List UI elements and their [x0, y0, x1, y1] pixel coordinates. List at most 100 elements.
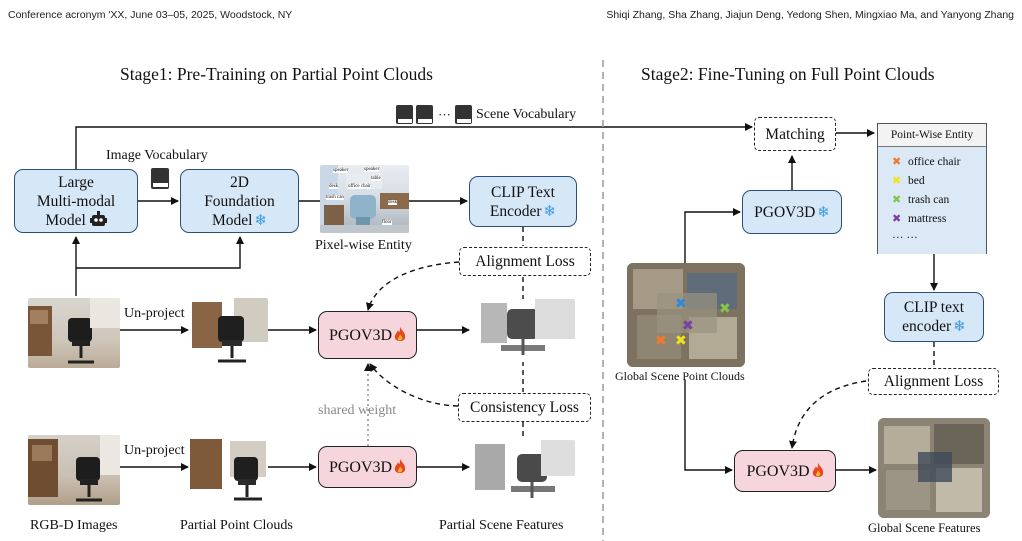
pixel-tag: speaker — [333, 168, 349, 173]
unproject-label: Un-project — [124, 306, 185, 321]
global-features-graphic — [878, 418, 990, 518]
matching-box: Matching — [754, 117, 836, 151]
partial-scene-features — [471, 299, 575, 362]
consistency-loss-box: Consistency Loss — [458, 393, 591, 422]
shared-weight-label: shared weight — [318, 403, 397, 418]
caption-partial-clouds: Partial Point Clouds — [180, 518, 293, 533]
mllm-line-3: Model — [45, 211, 86, 229]
legend-item: ✖ mattress — [892, 209, 986, 228]
book-icon — [396, 105, 413, 124]
pixel-entity-image: speaker speaker table desk office chair … — [320, 165, 409, 233]
fire-icon — [394, 327, 406, 341]
stage2-title: Stage2: Fine-Tuning on Full Point Clouds — [641, 64, 935, 84]
fire-icon — [394, 459, 406, 473]
vocab-ellipsis: ··· — [438, 107, 451, 122]
global-point-cloud: ✖ ✖ ✖ ✖ ✖ — [627, 263, 745, 367]
legend-item: ✖ office chair — [892, 152, 986, 171]
global-clouds-label: Global Scene Point Clouds — [615, 369, 745, 383]
scene-vocabulary-label: Scene Vocabulary — [476, 107, 577, 122]
robot-icon — [89, 210, 107, 226]
cross-icon: ✖ — [892, 212, 902, 225]
pgov3d-trainable-box: PGOV3D — [734, 450, 836, 492]
rgbd-image — [28, 298, 120, 368]
pgov3d-label: PGOV3D — [328, 326, 393, 344]
legend-more: ··· ··· — [892, 231, 918, 244]
header-right: Shiqi Zhang, Sha Zhang, Jiajun Deng, Yed… — [606, 9, 1014, 21]
fire-icon — [812, 463, 823, 477]
pgov3d-label: PGOV3D — [754, 203, 816, 221]
multimodal-model-box: Large Multi-modal Model — [14, 169, 138, 233]
pixel-tag: table — [371, 176, 381, 181]
pgov3d-trainable-box: PGOV3D — [318, 446, 417, 488]
clip-line-2: encoder — [902, 318, 952, 335]
snowflake-icon: ❄ — [543, 201, 557, 220]
pgov3d-label: PGOV3D — [746, 462, 810, 480]
partial-cloud-graphic — [192, 298, 268, 363]
legend-item-label: mattress — [908, 212, 947, 225]
unproject-label: Un-project — [124, 443, 185, 458]
clip-text-encoder-box: CLIP Text Encoder❄ — [469, 176, 577, 227]
foundation-line-2: Foundation — [204, 192, 275, 210]
svg-text:✖: ✖ — [675, 296, 687, 312]
svg-text:✖: ✖ — [655, 333, 667, 349]
rgbd-image — [28, 435, 120, 505]
legend-item: ✖ bed — [892, 171, 986, 190]
foundation-line-3: Model — [211, 211, 253, 229]
legend-item: ✖ trash can — [892, 190, 986, 209]
stage1-title: Stage1: Pre-Training on Partial Point Cl… — [120, 64, 433, 84]
cross-icon: ✖ — [892, 174, 902, 187]
clip-text-encoder-box: CLIP text encoder❄ — [884, 292, 984, 342]
scene-features-graphic — [481, 299, 575, 355]
image-vocabulary-label: Image Vocabulary — [106, 148, 208, 163]
svg-text:✖: ✖ — [675, 333, 687, 349]
point-entity-legend: Point-Wise Entity ✖ office chair ✖ bed ✖ tr… — [877, 123, 987, 254]
legend-item-label: bed — [908, 174, 925, 187]
legend-item-label: office chair — [908, 155, 961, 168]
svg-text:✖: ✖ — [682, 318, 694, 334]
legend-item-label: trash can — [908, 193, 950, 206]
book-icon — [455, 105, 472, 124]
clip-line-1: CLIP text — [903, 299, 965, 316]
partial-point-cloud — [190, 435, 268, 505]
segmented-room-graphic — [320, 165, 409, 233]
snowflake-icon: ❄ — [953, 317, 966, 335]
caption-partial-features: Partial Scene Features — [439, 518, 564, 533]
pixel-entity-label: Pixel-wise Entity — [315, 238, 412, 253]
alignment-loss-box: Alignment Loss — [868, 368, 999, 395]
chair-photo-graphic — [28, 298, 120, 364]
pixel-tag: trash can — [326, 195, 344, 200]
global-cloud-graphic: ✖ ✖ ✖ ✖ ✖ — [627, 263, 745, 367]
alignment-loss-box: Alignment Loss — [459, 247, 591, 276]
header-left: Conference acronym 'XX, June 03–05, 2025… — [8, 9, 293, 21]
partial-cloud-graphic — [190, 439, 266, 501]
snowflake-icon: ❄ — [254, 210, 268, 229]
svg-text:✖: ✖ — [719, 301, 731, 317]
pixel-tag: desk — [388, 200, 398, 205]
pixel-tag: floor — [382, 220, 392, 225]
mllm-line-1: Large — [58, 173, 94, 191]
foundation-line-1: 2D — [230, 173, 249, 191]
pgov3d-trainable-box: PGOV3D — [318, 311, 417, 359]
book-icon — [151, 168, 169, 189]
partial-scene-features — [471, 440, 575, 503]
mllm-line-2: Multi-modal — [36, 192, 116, 210]
chair-photo-graphic — [28, 435, 120, 502]
book-icon — [416, 105, 433, 124]
clip-line-1: CLIP Text — [491, 183, 555, 201]
cross-icon: ✖ — [892, 193, 902, 206]
snowflake-icon: ❄ — [817, 202, 830, 221]
pixel-tag: desk — [329, 184, 339, 189]
pixel-tag: speaker — [364, 167, 380, 172]
pgov3d-frozen-box: PGOV3D❄ — [742, 190, 842, 234]
global-scene-features — [878, 418, 990, 518]
foundation-model-box: 2D Foundation Model❄ — [180, 169, 299, 233]
clip-line-2: Encoder — [489, 202, 542, 220]
cross-icon: ✖ — [892, 155, 902, 168]
legend-title: Point-Wise Entity — [878, 124, 986, 147]
caption-rgbd: RGB-D Images — [30, 518, 118, 533]
pgov3d-label: PGOV3D — [328, 458, 393, 476]
partial-point-cloud — [190, 298, 268, 368]
scene-features-graphic — [475, 440, 575, 498]
